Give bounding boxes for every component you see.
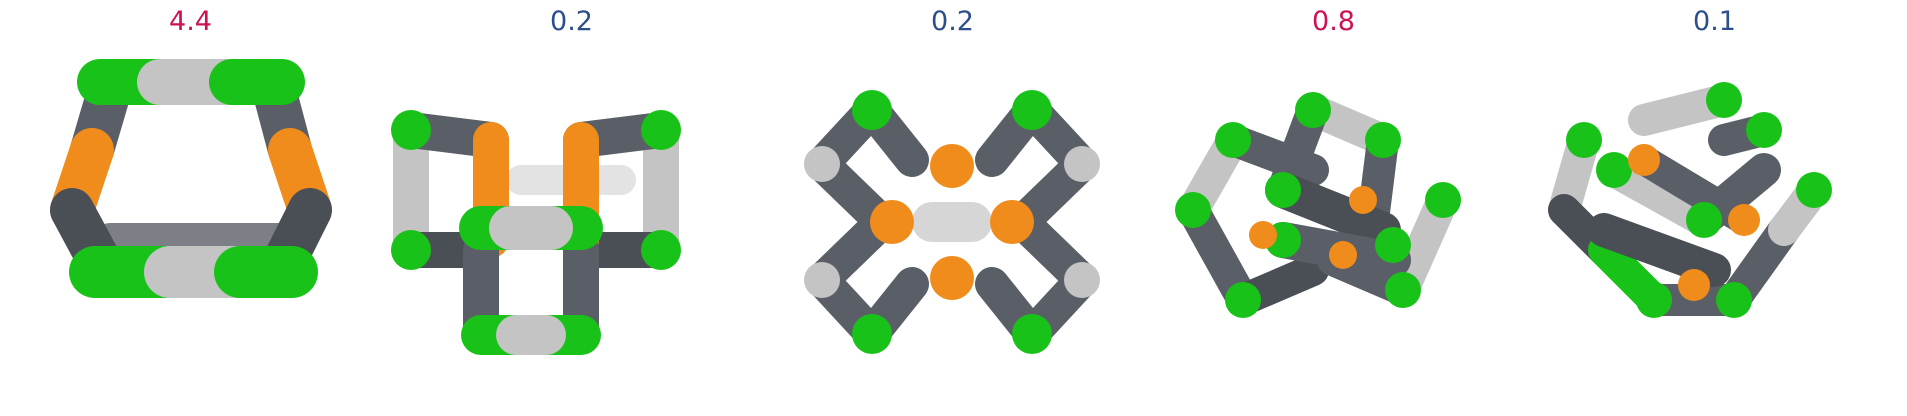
hexagonal-ring-icon — [50, 59, 332, 298]
panel-4: 0.8 — [1143, 0, 1524, 416]
score-label: 0.1 — [1693, 6, 1736, 37]
panel-5: 0.1 — [1524, 0, 1905, 416]
score-label: 4.4 — [169, 6, 212, 37]
score-label: 0.2 — [550, 6, 593, 37]
folded-cage-icon — [391, 110, 681, 355]
score-label: 0.2 — [931, 6, 974, 37]
panel-1: 4.4 — [0, 0, 381, 416]
tangled-cage-icon — [1175, 92, 1461, 318]
panel-2: 0.2 — [381, 0, 762, 416]
panel-3: 0.2 — [762, 0, 1143, 416]
score-label: 0.8 — [1312, 6, 1355, 37]
cross-cage-icon — [804, 90, 1100, 354]
compact-cage-icon — [1548, 82, 1832, 318]
